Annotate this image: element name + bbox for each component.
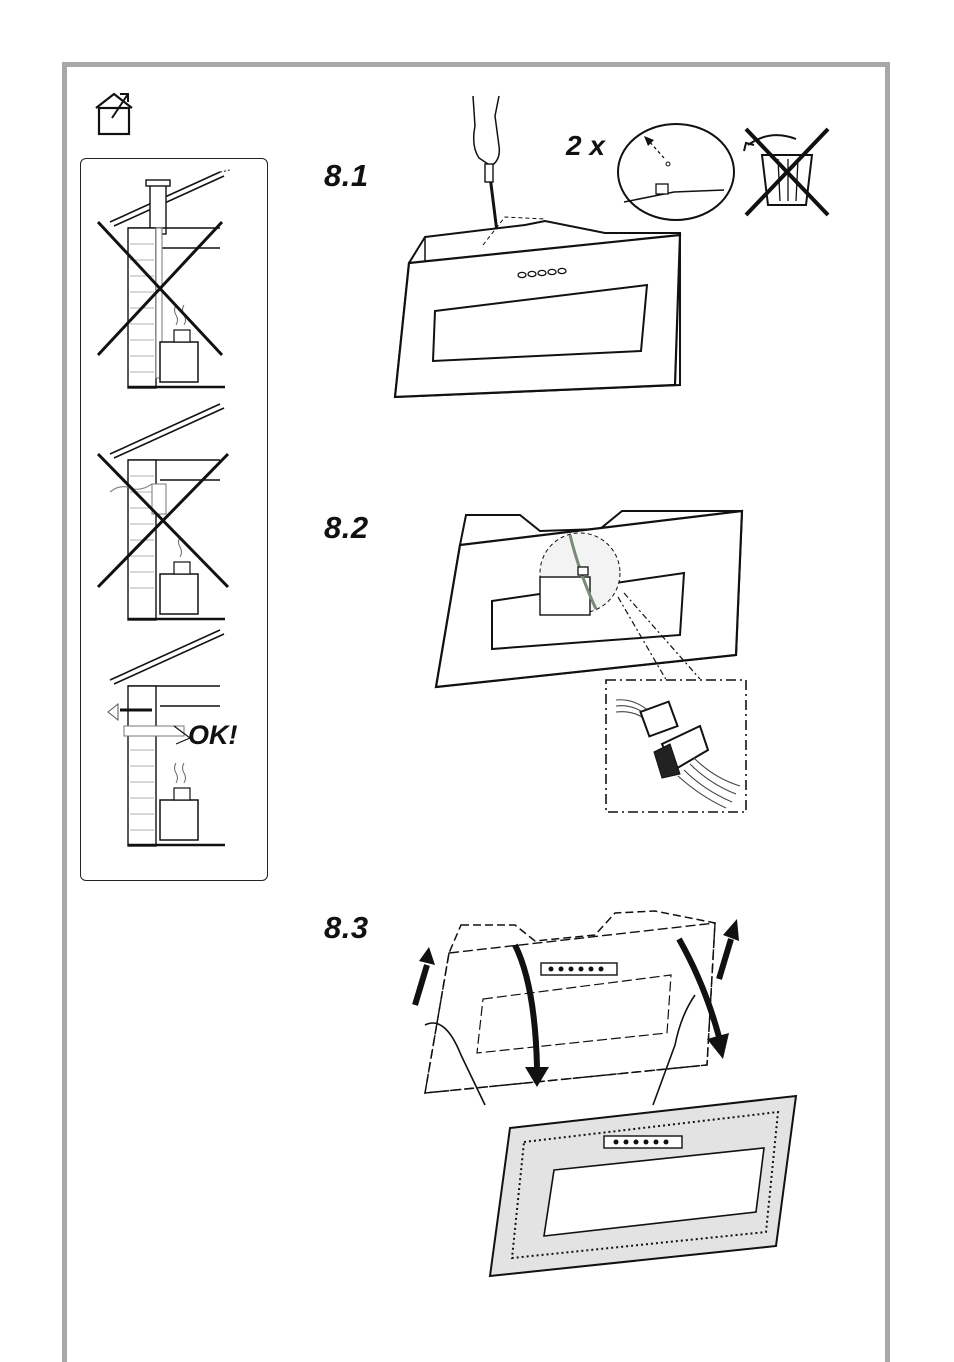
cooker-hood-8-3-lifting [405, 905, 750, 1105]
cooker-hood-8-1 [385, 215, 685, 405]
panel-glass-icon [486, 1094, 801, 1279]
step-8-2-title: 8.2 [324, 510, 369, 546]
no-bin-icon [740, 125, 835, 220]
ok-label: OK! [188, 720, 238, 751]
chimney-flue-prohibited-diagram [90, 170, 260, 395]
cooker-hood-8-2 [430, 505, 750, 695]
hot-air-duct-prohibited-diagram [90, 402, 260, 627]
step-8-1-title: 8.1 [324, 158, 369, 194]
magnifier-detail-icon [614, 118, 744, 228]
step-8-3-title: 8.3 [324, 910, 369, 946]
motor-connector-detail-icon [604, 678, 749, 815]
screw-count-label: 2 x [566, 130, 605, 162]
house-outdoor-vent-icon [92, 90, 142, 138]
